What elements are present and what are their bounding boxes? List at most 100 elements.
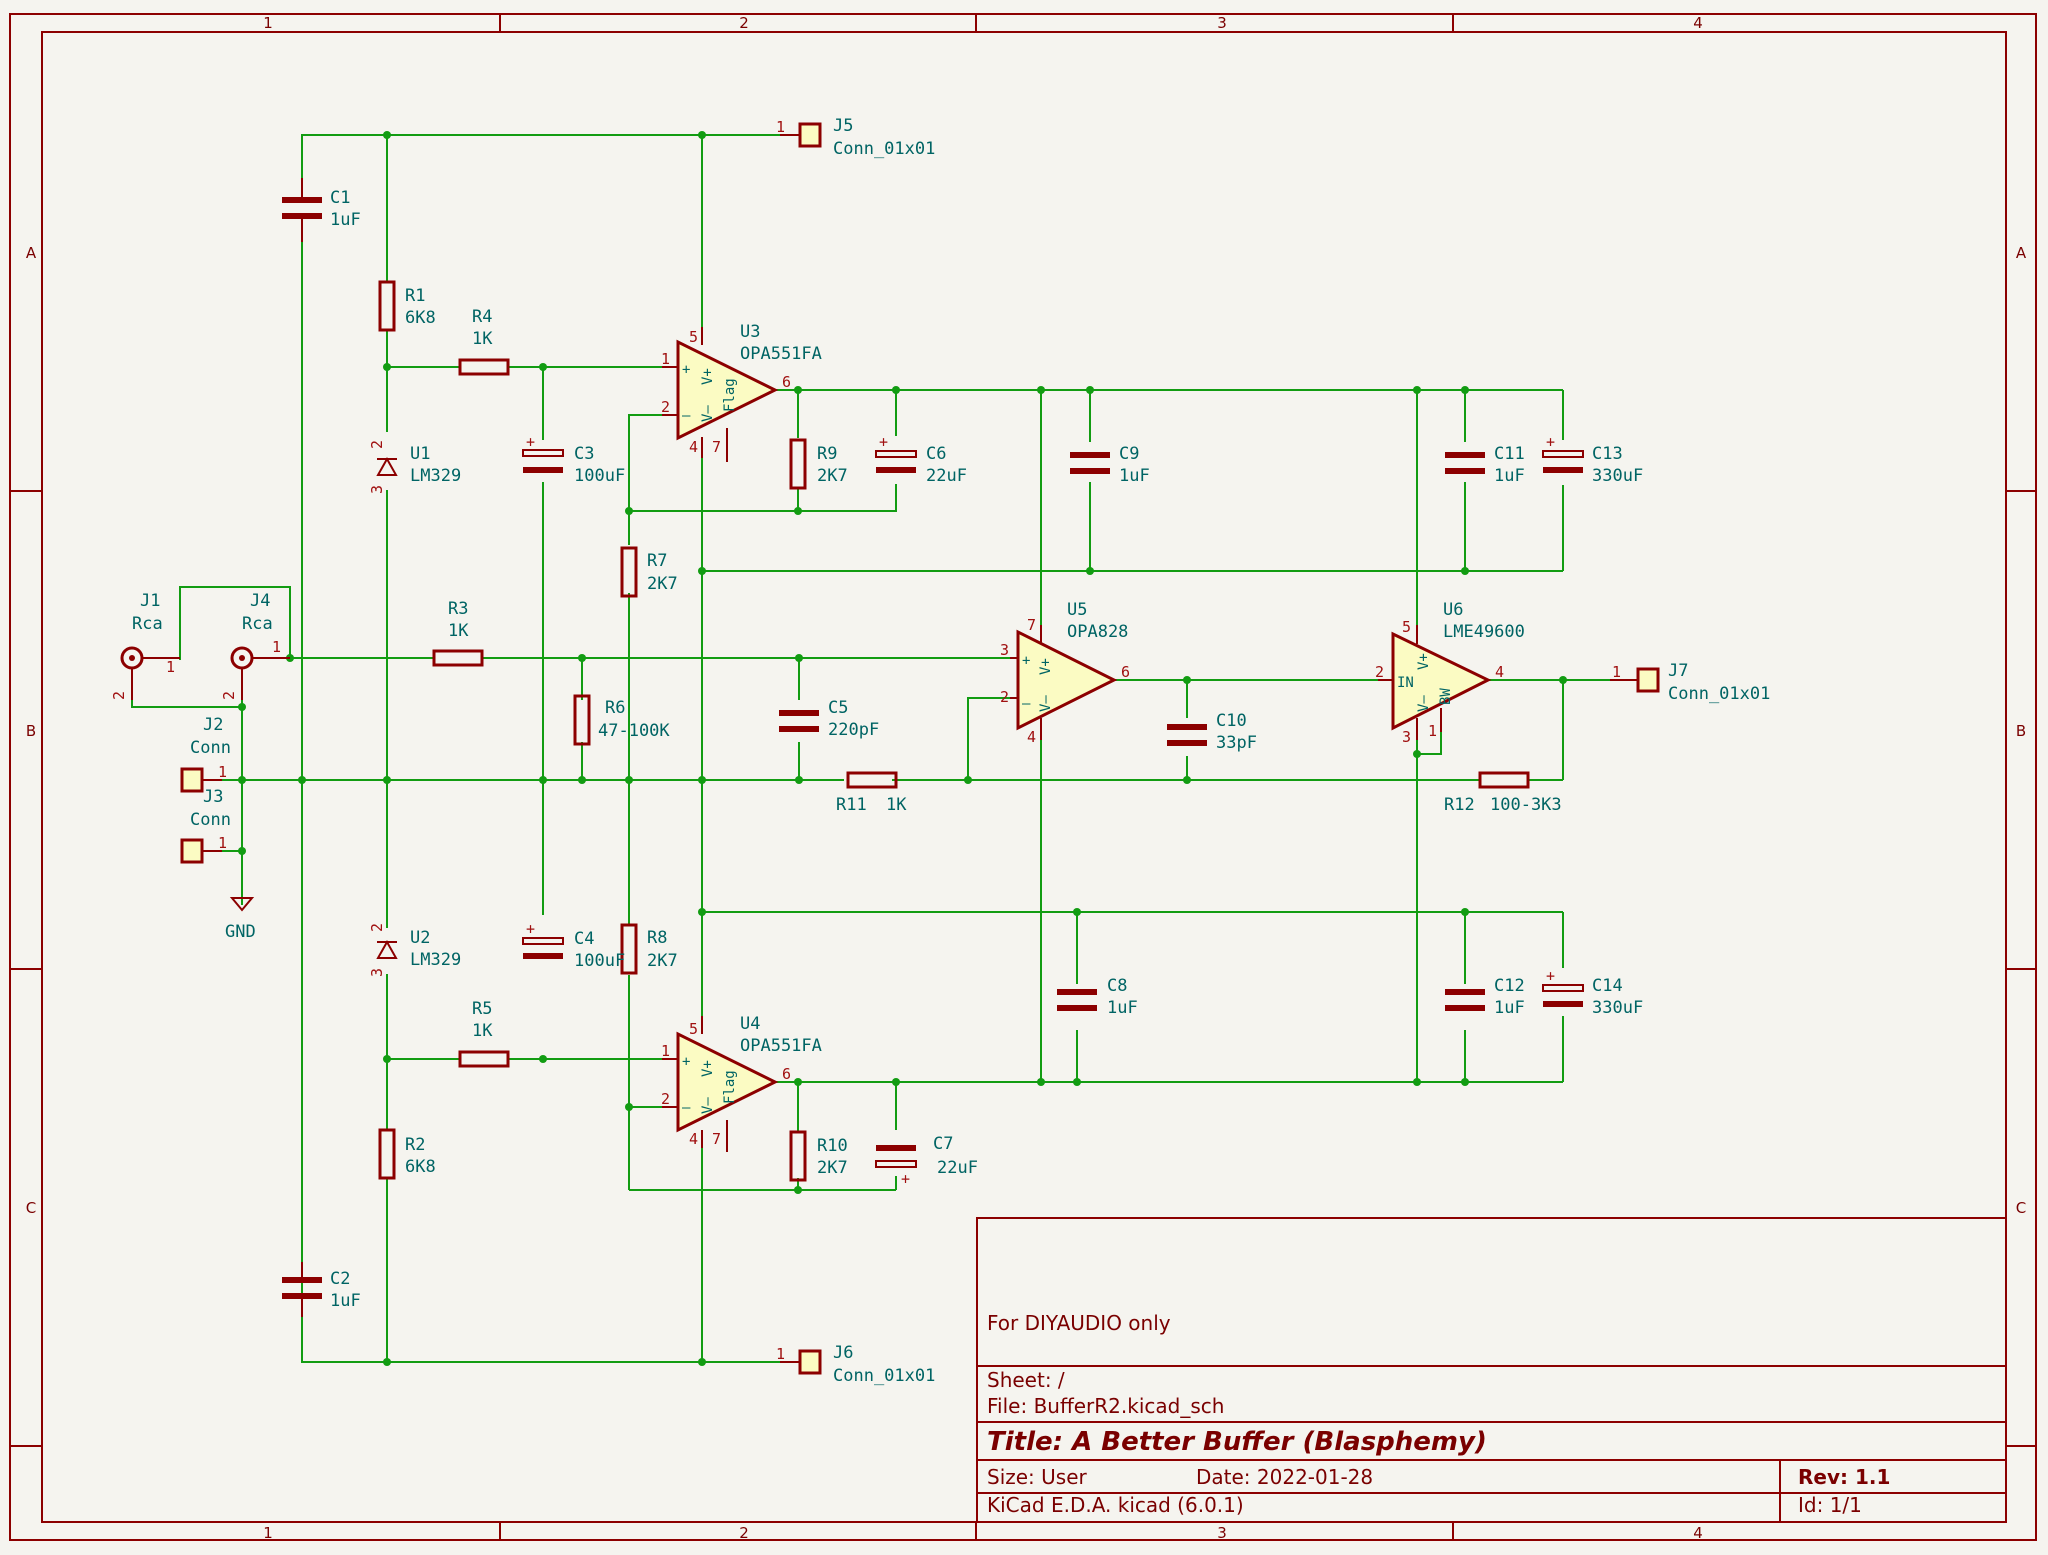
j7-value: Conn_01x01: [1668, 684, 1770, 704]
j5-pin-label: 1: [776, 118, 785, 136]
c8-ref: C8: [1107, 976, 1127, 996]
u5-pin6: 6: [1121, 663, 1130, 681]
u6-pin5: 5: [1402, 618, 1411, 636]
r4-value: 1K: [472, 329, 493, 349]
u3-plus: +: [682, 362, 690, 378]
c13-polarity: +: [1546, 433, 1555, 451]
capacitor-c9: C9 1uF: [1070, 444, 1150, 486]
u1-value: LM329: [410, 466, 461, 486]
c6-polarity: +: [879, 433, 888, 451]
u5-vplus: V+: [1038, 658, 1054, 675]
u3-pin4: 4: [689, 438, 698, 456]
frame-col-3-top: 3: [1217, 14, 1227, 32]
c4-ref: C4: [574, 929, 594, 949]
j7-pin-label: 1: [1612, 663, 1621, 681]
u6-in: IN: [1397, 675, 1414, 691]
r10-value: 2K7: [817, 1158, 848, 1178]
r5-ref: R5: [472, 999, 492, 1019]
title-block-size: Size: User: [987, 1465, 1088, 1489]
r11-ref: R11: [836, 795, 867, 815]
title-block-sheet: Sheet: /: [987, 1368, 1065, 1392]
junctions: [238, 131, 1567, 1366]
regulator-u2: 2 3 U2 LM329: [368, 923, 461, 977]
opamp-u4: + – V+ V– Flag 1 2 5 4 7 6 U4 OPA551FA: [661, 1014, 822, 1152]
u5-vminus: V–: [1038, 695, 1054, 712]
r8-value: 2K7: [647, 951, 678, 971]
u5-value: OPA828: [1067, 622, 1128, 642]
frame-col-1-bottom: 1: [263, 1524, 273, 1542]
gnd-symbol: GND: [225, 851, 256, 942]
u4-plus: +: [682, 1054, 690, 1070]
u3-flag: Flag: [722, 378, 738, 412]
u3-pin1: 1: [661, 350, 670, 368]
j2-ref: J2: [203, 715, 223, 735]
u3-pin5: 5: [689, 328, 698, 346]
r12-ref: R12: [1444, 795, 1475, 815]
u5-pin7: 7: [1027, 616, 1036, 634]
capacitor-c2: C2 1uF: [282, 1262, 361, 1317]
connector-j6: 1 J6 Conn_01x01: [776, 1343, 935, 1386]
frame-col-4-top: 4: [1693, 14, 1703, 32]
j4-value: Rca: [242, 614, 273, 634]
j3-pin-label: 1: [218, 834, 227, 852]
opamp-u5: + – V+ V– 3 2 7 4 6 U5 OPA828: [1000, 600, 1130, 746]
u3-pin2: 2: [661, 398, 670, 416]
j5-value: Conn_01x01: [833, 139, 935, 159]
title-block-rev: Rev: 1.1: [1798, 1465, 1890, 1489]
c13-ref: C13: [1592, 444, 1623, 464]
u6-vminus: V–: [1416, 695, 1432, 712]
opamp-u6: IN V+ V– BW 2 5 3 1 4 U6 LME49600: [1375, 600, 1525, 746]
c14-value: 330uF: [1592, 998, 1643, 1018]
title-block-date: Date: 2022-01-28: [1196, 1465, 1373, 1489]
r11-value: 1K: [886, 795, 907, 815]
title-block-tool: KiCad E.D.A. kicad (6.0.1): [987, 1493, 1244, 1517]
u6-ref: U6: [1443, 600, 1463, 620]
u6-vplus: V+: [1416, 653, 1432, 670]
u4-vminus: V–: [700, 1097, 716, 1114]
u3-value: OPA551FA: [740, 344, 822, 364]
frame-row-a-right: A: [2016, 244, 2027, 262]
j2-pin-label: 1: [218, 763, 227, 781]
u4-pin7: 7: [712, 1130, 721, 1148]
u2-value: LM329: [410, 950, 461, 970]
r5-value: 1K: [472, 1021, 493, 1041]
j1-value: Rca: [132, 614, 163, 634]
u3-pin6: 6: [782, 373, 791, 391]
connector-j5: 1 J5 Conn_01x01: [776, 116, 935, 159]
resistor-r11: R11 1K: [836, 771, 907, 815]
u4-ref: U4: [740, 1014, 760, 1034]
frame-row-b-left: B: [26, 722, 36, 740]
capacitor-c6: + C6 22uF: [875, 433, 967, 486]
u2-pin3: 3: [368, 968, 386, 977]
capacitor-c12: C12 1uF: [1445, 976, 1525, 1018]
c7-ref: C7: [933, 1134, 953, 1154]
capacitor-c14: + C14 330uF: [1542, 967, 1643, 1018]
u2-ref: U2: [410, 928, 430, 948]
c2-ref: C2: [330, 1269, 350, 1289]
r10-ref: R10: [817, 1136, 848, 1156]
wires: [131, 134, 1610, 1363]
resistor-r4: R4 1K: [458, 307, 510, 376]
u5-ref: U5: [1067, 600, 1087, 620]
r8-ref: R8: [647, 928, 667, 948]
frame-row-c-right: C: [2016, 1199, 2026, 1217]
connector-j4: 1 2 J4 Rca: [220, 591, 290, 700]
u6-bw: BW: [1438, 688, 1454, 705]
r6-ref: R6: [605, 698, 625, 718]
u4-pin2: 2: [661, 1090, 670, 1108]
resistor-r8: R8 2K7: [620, 923, 678, 975]
j3-value: Conn: [190, 810, 231, 830]
j6-pin-label: 1: [776, 1345, 785, 1363]
capacitor-c3: + C3 100uF: [522, 433, 625, 486]
r7-value: 2K7: [647, 574, 678, 594]
c5-ref: C5: [828, 698, 848, 718]
u3-pin7: 7: [712, 438, 721, 456]
frame-col-2-top: 2: [739, 14, 749, 32]
c3-polarity: +: [526, 433, 535, 451]
capacitor-c10: C10 33pF: [1167, 711, 1257, 753]
u6-value: LME49600: [1443, 622, 1525, 642]
c2-value: 1uF: [330, 1291, 361, 1311]
capacitor-c8: C8 1uF: [1057, 976, 1138, 1018]
r7-ref: R7: [647, 551, 667, 571]
c11-ref: C11: [1494, 444, 1525, 464]
